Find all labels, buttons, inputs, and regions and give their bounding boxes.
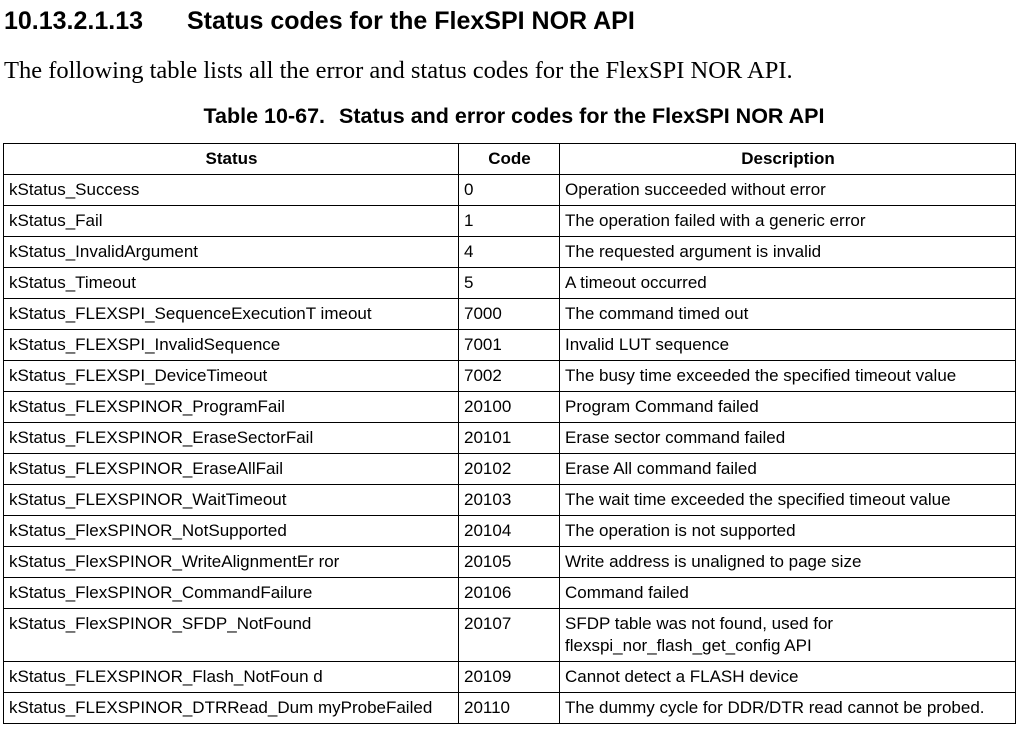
code-cell: 5 [458,267,560,299]
status-cell: kStatus_FLEXSPINOR_WaitTimeout [3,484,459,516]
code-cell: 20100 [458,391,560,423]
status-codes-table: Status Code Description kStatus_Success … [3,143,1016,724]
description-cell: SFDP table was not found, used for flexs… [559,608,1016,662]
table-row: kStatus_FLEXSPINOR_ProgramFail 20100 Pro… [3,391,1016,423]
code-cell: 0 [458,174,560,206]
section-title: Status codes for the FlexSPI NOR API [187,7,635,35]
code-cell: 20107 [458,608,560,662]
column-header-status: Status [3,143,459,175]
table-caption-number: Table 10-67. [203,104,326,128]
column-header-description: Description [559,143,1016,175]
table-row: kStatus_FlexSPINOR_NotSupported 20104 Th… [3,515,1016,547]
table-row: kStatus_Timeout 5 A timeout occurred [3,267,1016,299]
status-cell: kStatus_FlexSPINOR_CommandFailure [3,577,459,609]
status-cell: kStatus_FLEXSPI_InvalidSequence [3,329,459,361]
description-cell: The operation failed with a generic erro… [559,205,1016,237]
section-heading: 10.13.2.1.13 Status codes for the FlexSPI… [4,4,635,38]
description-cell: The requested argument is invalid [559,236,1016,268]
code-cell: 20104 [458,515,560,547]
code-cell: 1 [458,205,560,237]
status-cell: kStatus_FLEXSPINOR_EraseSectorFail [3,422,459,454]
table-row: kStatus_FLEXSPINOR_WaitTimeout 20103 The… [3,484,1016,516]
code-cell: 20109 [458,661,560,693]
status-cell: kStatus_FlexSPINOR_SFDP_NotFound [3,608,459,662]
description-cell: Erase sector command failed [559,422,1016,454]
description-cell: Erase All command failed [559,453,1016,485]
section-number: 10.13.2.1.13 [4,7,144,35]
description-cell: The wait time exceeded the specified tim… [559,484,1016,516]
table-row: kStatus_FLEXSPINOR_EraseAllFail 20102 Er… [3,453,1016,485]
status-cell: kStatus_FLEXSPI_SequenceExecutionT imeou… [3,298,459,330]
status-cell: kStatus_FLEXSPINOR_EraseAllFail [3,453,459,485]
status-cell: kStatus_Timeout [3,267,459,299]
table-header-row: Status Code Description [3,143,1016,175]
description-cell: The operation is not supported [559,515,1016,547]
description-cell: The command timed out [559,298,1016,330]
table-row: kStatus_FLEXSPI_DeviceTimeout 7002 The b… [3,360,1016,392]
table-row: kStatus_FLEXSPINOR_Flash_NotFoun d 20109… [3,661,1016,693]
status-cell: kStatus_FlexSPINOR_NotSupported [3,515,459,547]
table-row: kStatus_FLEXSPI_InvalidSequence 7001 Inv… [3,329,1016,361]
code-cell: 20103 [458,484,560,516]
status-cell: kStatus_FLEXSPINOR_ProgramFail [3,391,459,423]
status-cell: kStatus_FLEXSPI_DeviceTimeout [3,360,459,392]
description-cell: Operation succeeded without error [559,174,1016,206]
status-cell: kStatus_FlexSPINOR_WriteAlignmentEr ror [3,546,459,578]
status-cell: kStatus_InvalidArgument [3,236,459,268]
table-row: kStatus_InvalidArgument 4 The requested … [3,236,1016,268]
code-cell: 7002 [458,360,560,392]
table-row: kStatus_Success 0 Operation succeeded wi… [3,174,1016,206]
table-row: kStatus_FLEXSPI_SequenceExecutionT imeou… [3,298,1016,330]
description-cell: The dummy cycle for DDR/DTR read cannot … [559,692,1016,724]
table-row: kStatus_FlexSPINOR_CommandFailure 20106 … [3,577,1016,609]
table-row: kStatus_Fail 1 The operation failed with… [3,205,1016,237]
table-row: kStatus_FLEXSPINOR_DTRRead_Dum myProbeFa… [3,692,1016,724]
table-row: kStatus_FlexSPINOR_WriteAlignmentEr ror … [3,546,1016,578]
table-caption-title: Status and error codes for the FlexSPI N… [339,104,825,128]
table-row: kStatus_FLEXSPINOR_EraseSectorFail 20101… [3,422,1016,454]
table-caption: Table 10-67. Status and error codes for t… [0,100,1028,132]
status-cell: kStatus_Success [3,174,459,206]
description-cell: Invalid LUT sequence [559,329,1016,361]
status-cell: kStatus_FLEXSPINOR_DTRRead_Dum myProbeFa… [3,692,459,724]
status-cell: kStatus_FLEXSPINOR_Flash_NotFoun d [3,661,459,693]
code-cell: 4 [458,236,560,268]
code-cell: 7001 [458,329,560,361]
code-cell: 20110 [458,692,560,724]
code-cell: 7000 [458,298,560,330]
table-row: kStatus_FlexSPINOR_SFDP_NotFound 20107 S… [3,608,1016,662]
description-cell: The busy time exceeded the specified tim… [559,360,1016,392]
description-cell: A timeout occurred [559,267,1016,299]
code-cell: 20106 [458,577,560,609]
intro-paragraph: The following table lists all the error … [4,57,793,84]
description-cell: Cannot detect a FLASH device [559,661,1016,693]
code-cell: 20101 [458,422,560,454]
column-header-code: Code [458,143,560,175]
status-cell: kStatus_Fail [3,205,459,237]
description-cell: Program Command failed [559,391,1016,423]
description-cell: Write address is unaligned to page size [559,546,1016,578]
code-cell: 20105 [458,546,560,578]
description-cell: Command failed [559,577,1016,609]
code-cell: 20102 [458,453,560,485]
